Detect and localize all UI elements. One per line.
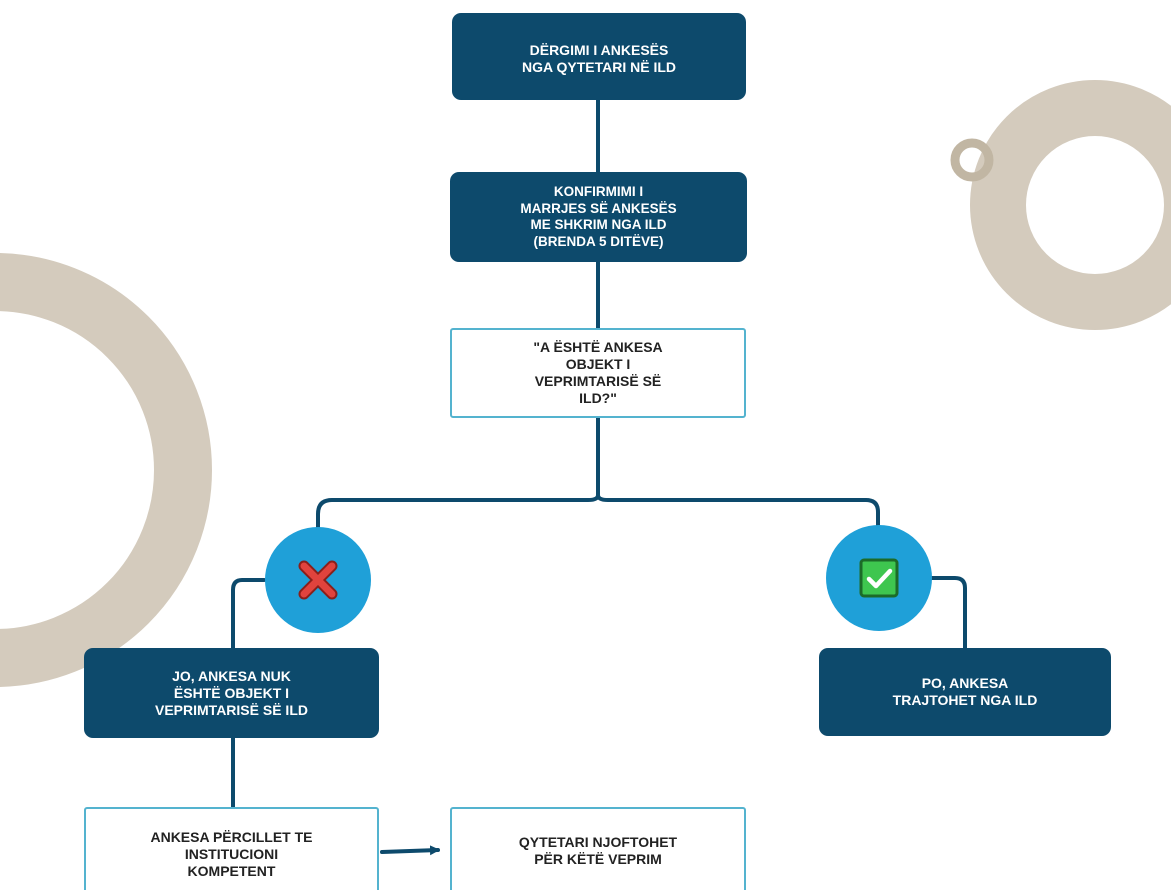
decor-ring-left [0,253,212,687]
node-question: "A ËSHTË ANKESA OBJEKT I VEPRIMTARISË SË… [450,328,746,418]
checkmark-icon [859,558,899,598]
x-mark-icon [298,560,338,600]
decision-yes-circle [826,525,932,631]
decor-ring-small-right [950,138,994,182]
node-submission: DËRGIMI I ANKESËS NGA QYTETARI NË ILD [452,13,746,100]
connector-split-right [596,493,880,529]
node-forwarded: ANKESA PËRCILLET TE INSTITUCIONI KOMPETE… [84,807,379,890]
node-yes-branch: PO, ANKESA TRAJTOHET NGA ILD [819,648,1111,736]
connector-yes-circle-to-box [929,576,967,652]
node-notified: QYTETARI NJOFTOHET PËR KËTË VEPRIM [450,807,746,890]
decision-no-circle [265,527,371,633]
decor-ring-large-right [970,80,1171,330]
node-no-branch: JO, ANKESA NUK ËSHTË OBJEKT I VEPRIMTARI… [84,648,379,738]
connector-split-left [316,493,600,549]
node-confirmation: KONFIRMIMI I MARRJES SË ANKESËS ME SHKRI… [450,172,747,262]
connector-no-circle-to-box [231,578,266,652]
connector-forwarded-to-notified [380,845,440,856]
